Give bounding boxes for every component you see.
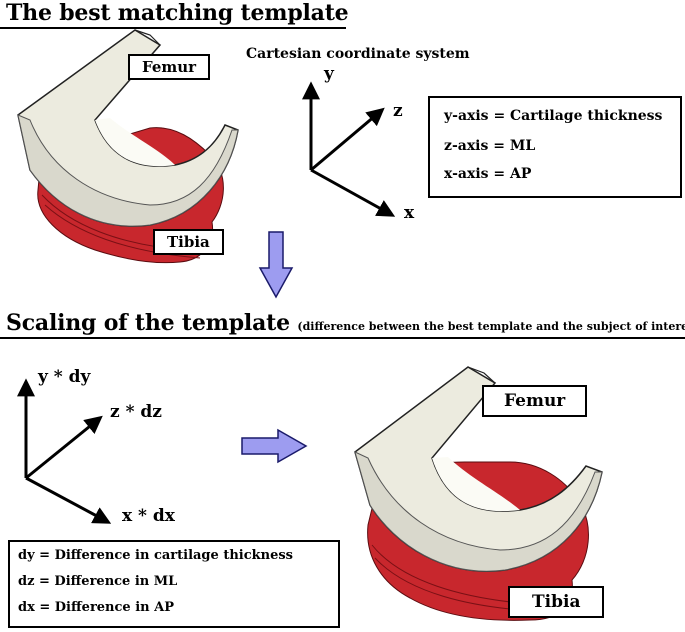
y-dy-axis-label: y * dy bbox=[38, 367, 91, 387]
section2-subtitle: (difference between the best template an… bbox=[297, 320, 685, 333]
x-dx-axis-arrow bbox=[25, 476, 112, 524]
x-dx-axis-label: x * dx bbox=[122, 506, 175, 526]
coord-system-title: Cartesian coordinate system bbox=[246, 46, 470, 62]
section1-title: The best matching template bbox=[6, 0, 349, 26]
y-axis-label: y bbox=[324, 64, 334, 84]
tibia-label-2: Tibia bbox=[508, 586, 605, 618]
x-axis-arrow bbox=[310, 168, 396, 217]
z-axis-label: z bbox=[393, 101, 403, 121]
legend-2-line-2: dz = Difference in ML bbox=[18, 574, 178, 589]
x-axis-label: x bbox=[404, 203, 415, 223]
legend-1-line-2: z-axis = ML bbox=[444, 138, 536, 154]
z-dz-axis-label: z * dz bbox=[110, 402, 162, 422]
legend-2-line-1: dy = Difference in cartilage thickness bbox=[18, 548, 293, 563]
section2-title-text: Scaling of the template bbox=[6, 310, 290, 336]
femur-label-1: Femur bbox=[128, 54, 211, 80]
legend-2-line-3: dx = Difference in AP bbox=[18, 600, 174, 615]
z-dz-axis-arrow bbox=[25, 415, 103, 480]
z-axis-arrow bbox=[310, 107, 385, 172]
section2-title-rule bbox=[0, 337, 685, 339]
section2-title: Scaling of the template (difference betw… bbox=[6, 310, 685, 336]
tibia-label-1: Tibia bbox=[153, 229, 224, 255]
femur-label-2: Femur bbox=[482, 385, 588, 417]
legend-1-line-1: y-axis = Cartilage thickness bbox=[444, 108, 663, 124]
legend-1-line-3: x-axis = AP bbox=[444, 166, 532, 182]
axis-legend-box-2: dy = Difference in cartilage thickness d… bbox=[8, 540, 340, 628]
axis-legend-box-1: y-axis = Cartilage thickness z-axis = ML… bbox=[428, 96, 682, 198]
section1-title-rule bbox=[0, 27, 346, 29]
